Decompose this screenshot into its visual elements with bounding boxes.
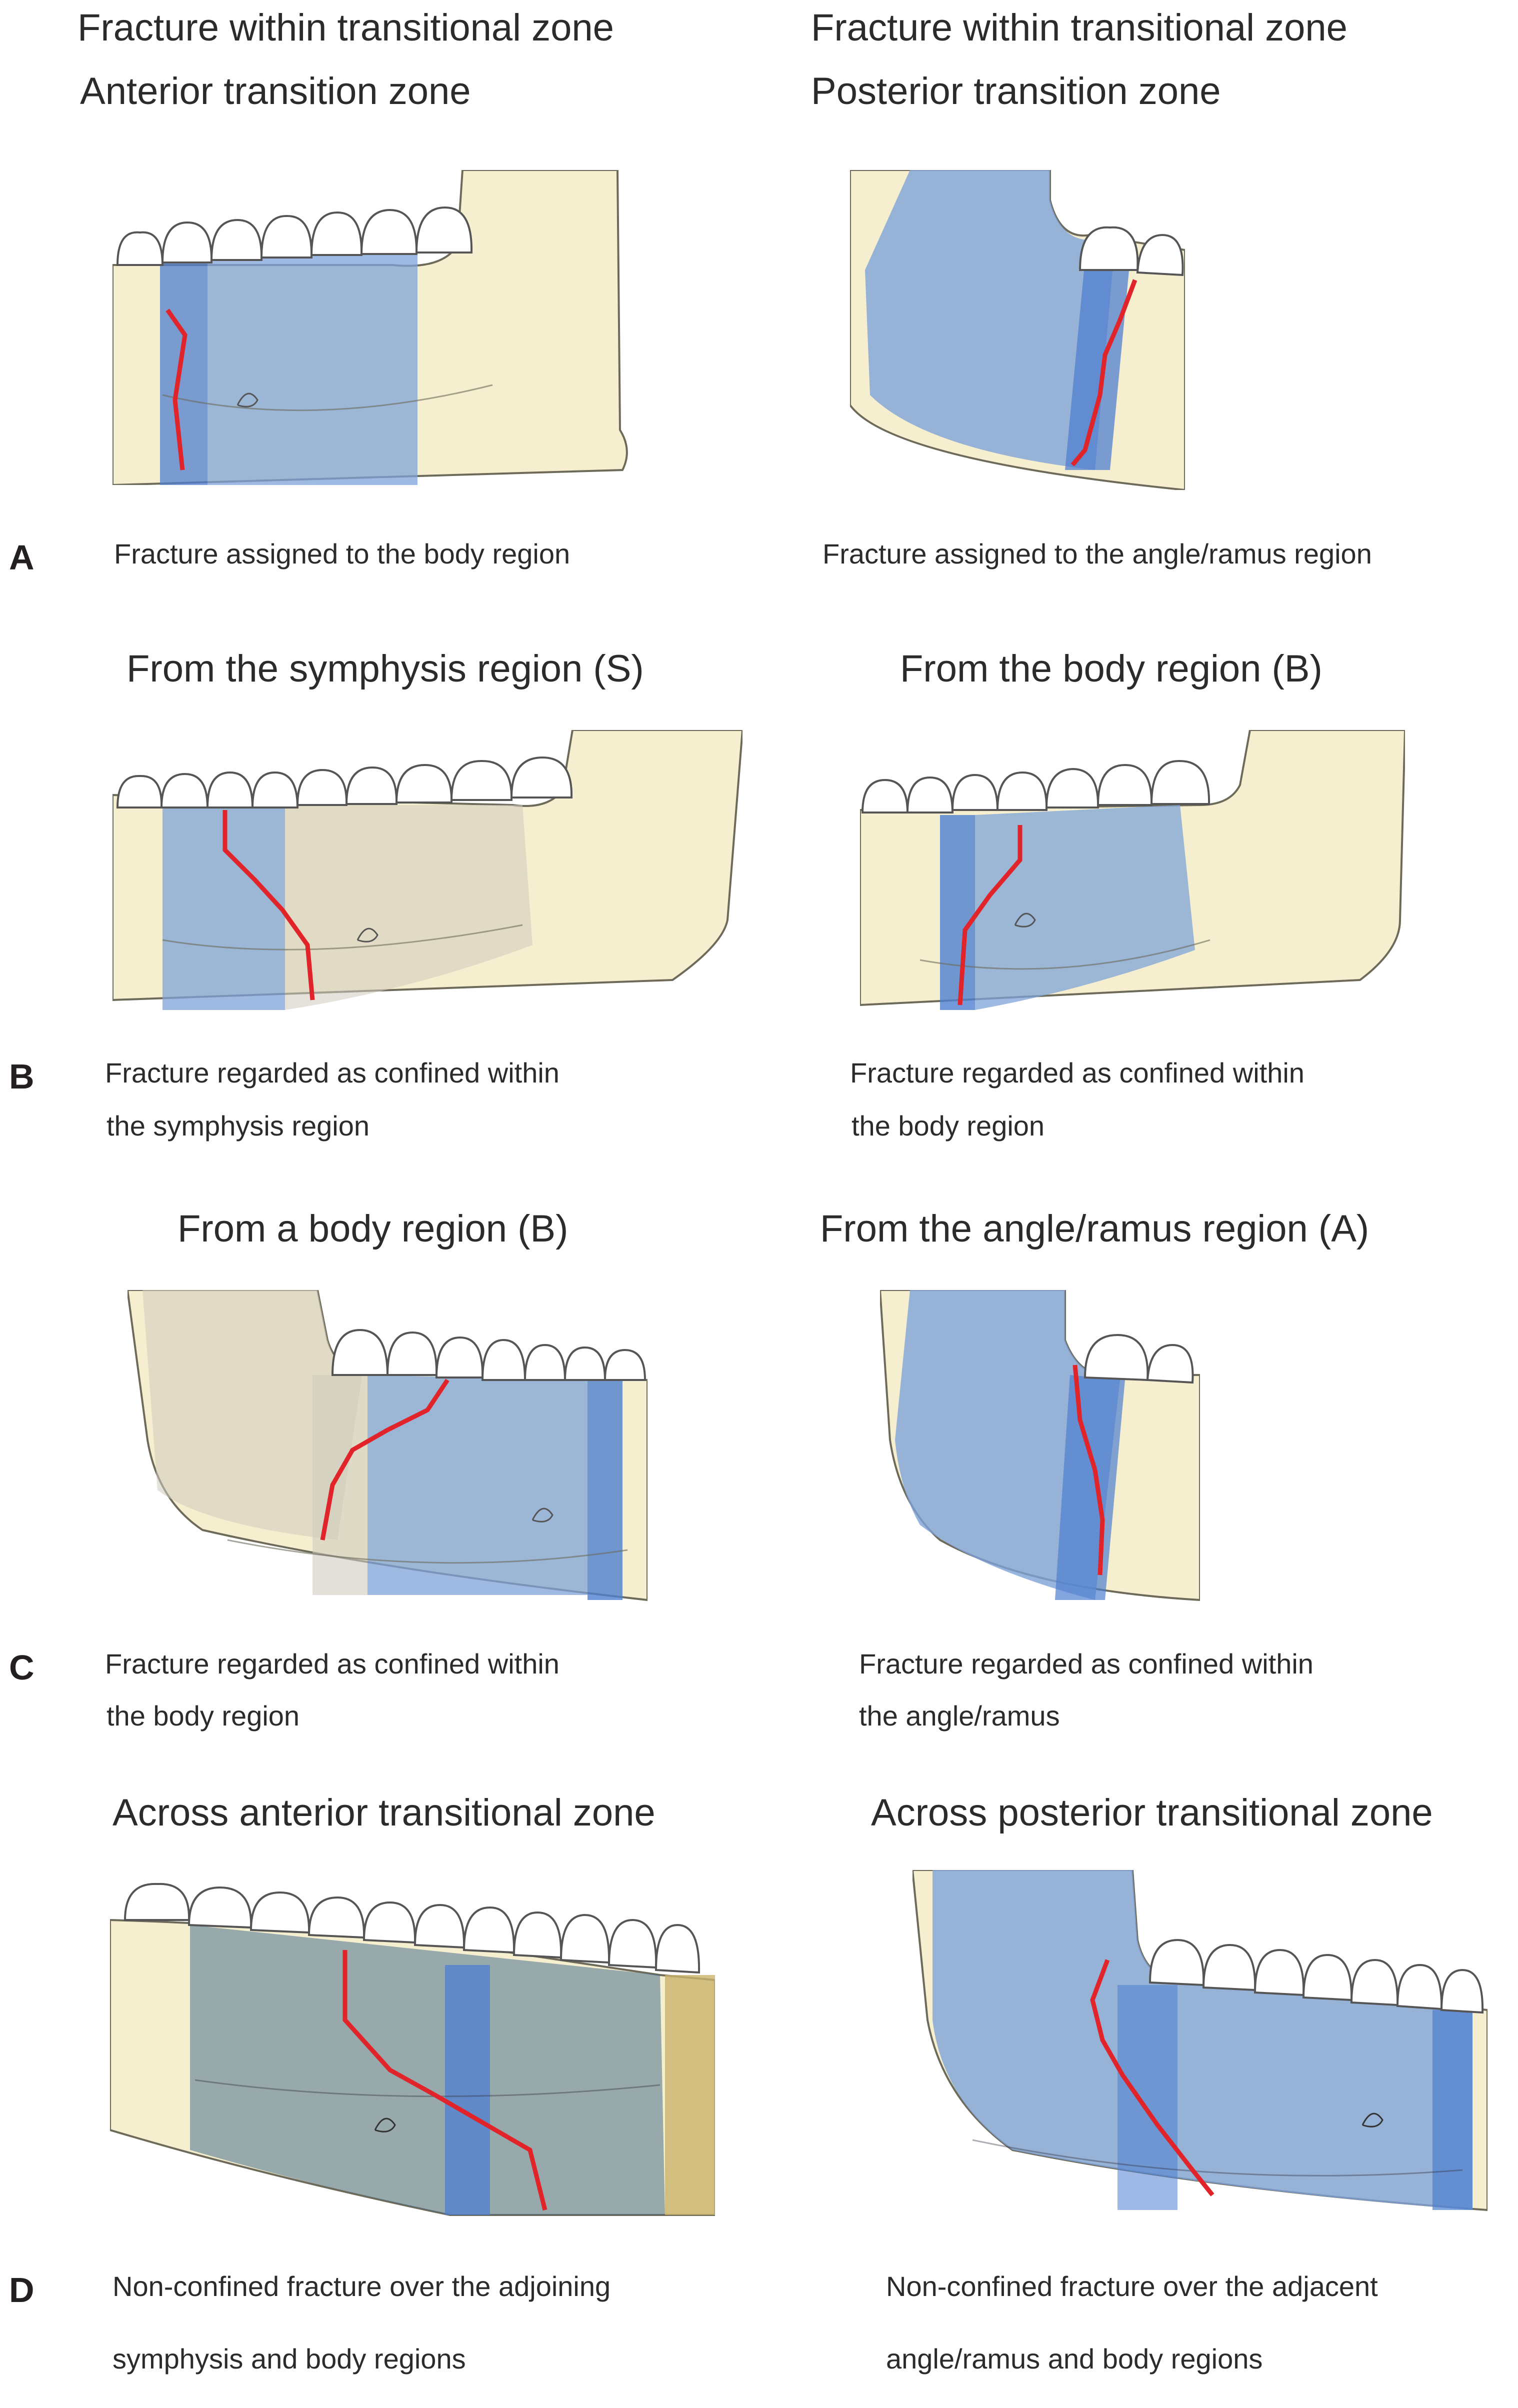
- panel-c-left-title: From a body region (B): [178, 1208, 568, 1250]
- panel-b-right-mandible-figure: [860, 730, 1405, 1010]
- panel-a-left-title-line1: Fracture within transitional zone: [78, 6, 614, 49]
- fracture-line: [1090, 1959, 1214, 2196]
- panel-d-right-caption-line2: angle/ramus and body regions: [886, 2343, 1263, 2374]
- fracture-line: [1070, 279, 1138, 466]
- panel-c-right-caption-line1: Fracture regarded as confined within: [859, 1648, 1314, 1680]
- panel-b-left-caption-line2: the symphysis region: [106, 1110, 370, 1142]
- panel-a-left-mandible-figure: [112, 170, 632, 485]
- panel-d-left-mandible-figure: [110, 1870, 715, 2220]
- panel-a-letter: A: [9, 538, 34, 577]
- panel-d-right-title: Across posterior transitional zone: [871, 1792, 1433, 1834]
- fracture-line: [222, 810, 315, 1000]
- panel-b-right-title: From the body region (B): [900, 648, 1322, 690]
- panel-c-left-mandible-figure: [128, 1290, 648, 1605]
- panel-a-right-title-line2: Posterior transition zone: [811, 70, 1221, 112]
- panel-d-letter: D: [9, 2270, 34, 2310]
- panel-d-left-caption-line2: symphysis and body regions: [112, 2343, 466, 2374]
- panel-b-left-mandible-figure: [112, 730, 742, 1010]
- panel-a-left-caption: Fracture assigned to the body region: [114, 538, 570, 570]
- panel-a-left-title-line2: Anterior transition zone: [80, 70, 471, 112]
- panel-b-right-caption-line2: the body region: [852, 1110, 1045, 1142]
- panel-a-right-title-line1: Fracture within transitional zone: [811, 6, 1348, 49]
- panel-c-right-caption-line2: the angle/ramus: [859, 1700, 1060, 1732]
- panel-b-left-title: From the symphysis region (S): [126, 648, 644, 690]
- fracture-line: [342, 1950, 548, 2211]
- panel-a-right-caption: Fracture assigned to the angle/ramus reg…: [822, 538, 1372, 570]
- panel-b-right-caption-line1: Fracture regarded as confined within: [850, 1057, 1304, 1088]
- panel-d-right-mandible-figure: [912, 1870, 1488, 2215]
- fracture-line: [166, 308, 188, 470]
- panel-b-letter: B: [9, 1057, 34, 1096]
- fracture-line: [1072, 1364, 1105, 1576]
- panel-d-left-caption-line1: Non-confined fracture over the adjoining: [112, 2270, 611, 2302]
- panel-d-right-caption-line1: Non-confined fracture over the adjacent: [886, 2270, 1378, 2302]
- fracture-line: [958, 825, 1022, 1006]
- panel-b-left-caption-line1: Fracture regarded as confined within: [105, 1057, 560, 1088]
- panel-c-right-title: From the angle/ramus region (A): [820, 1208, 1370, 1250]
- fracture-line: [320, 1378, 450, 1540]
- panel-c-right-mandible-figure: [880, 1290, 1200, 1610]
- panel-c-left-caption-line2: the body region: [106, 1700, 300, 1732]
- panel-a-right-mandible-figure: [850, 170, 1185, 490]
- panel-c-letter: C: [9, 1648, 34, 1687]
- panel-d-left-title: Across anterior transitional zone: [112, 1792, 656, 1834]
- panel-c-left-caption-line1: Fracture regarded as confined within: [105, 1648, 560, 1680]
